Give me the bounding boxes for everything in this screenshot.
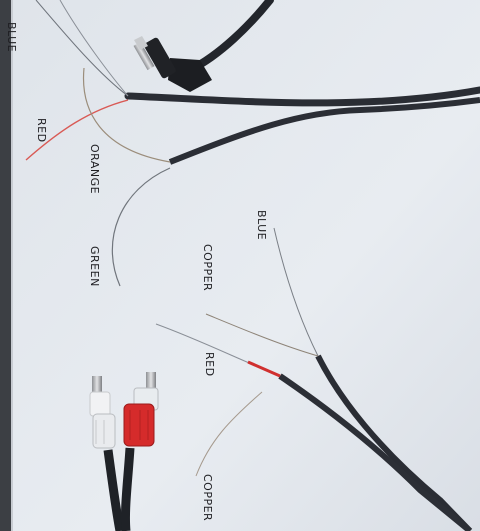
blue-wire-right	[273, 227, 319, 357]
green-wire	[111, 167, 171, 287]
red-wire-left	[25, 99, 129, 161]
orange-wire	[82, 67, 171, 163]
label-green: GREEN	[88, 246, 101, 287]
label-copper-bottom: COPPER	[201, 474, 214, 522]
rca-plug-red	[123, 372, 159, 447]
label-orange: ORANGE	[88, 144, 101, 195]
red-wire-right	[247, 360, 281, 378]
copper-wire-top	[59, 0, 129, 97]
copper-wire-bottom	[195, 391, 263, 477]
rca-cable-red	[120, 447, 135, 531]
cable-main-horizontal	[124, 86, 480, 107]
audio-jack-plug	[133, 36, 212, 92]
cable-right-lower	[278, 373, 472, 531]
rca-cable-white	[103, 449, 125, 531]
cable-lower-branch	[168, 97, 480, 165]
label-copper-middle: COPPER	[201, 244, 214, 292]
label-blue-right: BLUE	[255, 210, 268, 241]
paper-sheet	[12, 0, 480, 531]
label-blue-top: BLUE	[5, 22, 18, 53]
label-red-left: RED	[35, 118, 48, 143]
copper-wire-middle	[205, 313, 319, 357]
blue-wire-top	[35, 0, 129, 97]
label-red-right: RED	[203, 352, 216, 377]
cable-right-upper	[315, 354, 473, 531]
rca-plug-white	[89, 376, 116, 449]
